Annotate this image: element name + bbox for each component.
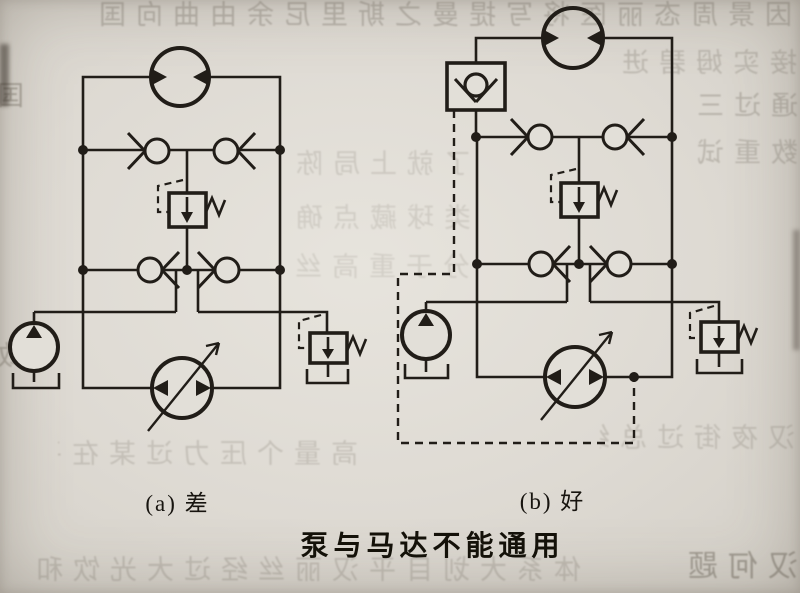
check-valve-icon — [601, 117, 646, 157]
boost-line-right-b — [590, 300, 721, 322]
hydraulic-motor-icon — [541, 6, 605, 70]
check-valve-icon — [588, 244, 633, 284]
boost-pump-icon — [400, 302, 452, 380]
tank-icon — [403, 364, 450, 380]
relief-valve-icon — [549, 167, 619, 219]
check-valve-icon — [527, 244, 572, 284]
circuit-b — [396, 6, 759, 445]
check-valve-icon — [212, 131, 257, 171]
check-valve-icon — [126, 131, 171, 171]
pilot-operated-check-valve-icon — [445, 61, 507, 112]
circuit-a — [8, 46, 368, 432]
arrow-head — [598, 330, 614, 345]
boost-line-right-a — [198, 310, 329, 333]
junction-dots-b — [471, 132, 677, 382]
arrow-head — [205, 341, 221, 356]
spring-icon — [736, 322, 759, 347]
spring-icon — [204, 194, 227, 219]
relief-valve-icon — [156, 178, 227, 229]
pilot-line-loop — [396, 110, 636, 445]
tank-icon — [11, 373, 61, 390]
panel-label-a: (a) 差 — [145, 491, 210, 516]
check-valve-icon — [509, 117, 554, 157]
spring-icon — [345, 333, 368, 358]
motor-left-line-b — [474, 36, 543, 63]
panel-label-b: (b) 好 — [519, 489, 586, 514]
junction-dots-a — [78, 145, 285, 275]
makeup-fork-lines-a — [174, 270, 200, 312]
left-rail-b — [475, 137, 546, 379]
variable-pump-icon — [147, 341, 221, 432]
tank-icon — [695, 359, 744, 375]
boost-relief-valve-icon — [297, 313, 368, 385]
hydraulic-motor-icon — [149, 46, 211, 108]
spring-icon — [596, 184, 619, 209]
left-rail-a — [81, 75, 152, 390]
check-valve-icon — [196, 250, 241, 290]
check-valve-icon — [136, 250, 181, 290]
figure-caption: 泵与马达不能通用 — [300, 531, 565, 562]
tank-icon — [305, 369, 350, 385]
right-rail-a — [209, 75, 282, 390]
right-rail-b — [603, 36, 674, 379]
variable-pump-icon — [540, 330, 614, 421]
makeup-fork-lines-b — [565, 264, 592, 302]
pilot-line — [688, 304, 715, 340]
pilot-line — [297, 313, 322, 350]
boost-relief-valve-icon — [688, 304, 759, 375]
boost-pump-icon — [8, 312, 61, 390]
pilot-line — [156, 178, 184, 214]
pilot-line — [549, 167, 577, 204]
